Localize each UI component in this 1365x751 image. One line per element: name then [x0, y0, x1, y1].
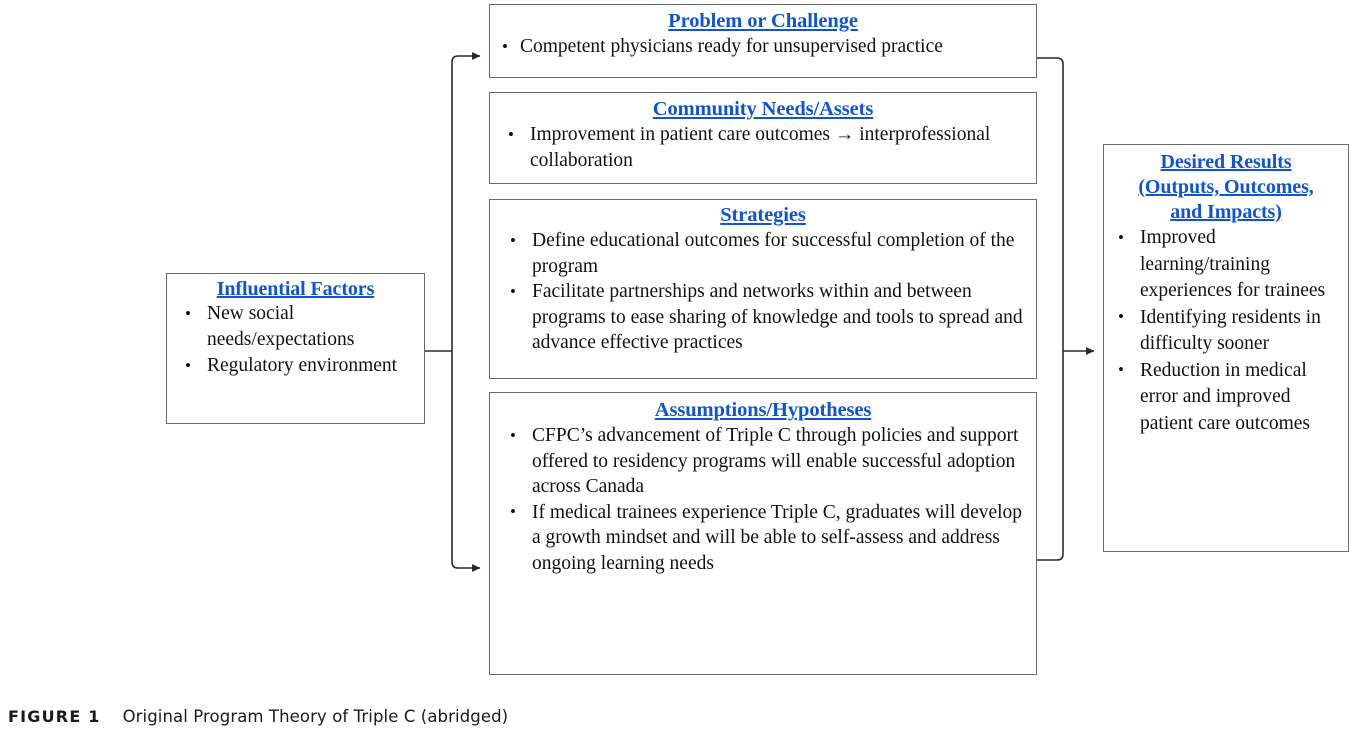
box-desired-results: Desired Results (Outputs, Outcomes, and … [1103, 144, 1349, 552]
list-item: CFPC’s advancement of Triple C through p… [498, 423, 1028, 500]
figure-caption: FIGURE 1 Original Program Theory of Tripl… [8, 707, 508, 726]
bullet-list-community-needs-assets: Improvement in patient care outcomes → i… [498, 122, 1028, 173]
box-community-needs-assets: Community Needs/Assets Improvement in pa… [489, 92, 1037, 184]
box-influential-factors: Influential Factors New social needs/exp… [166, 273, 425, 424]
box-assumptions-hypotheses: Assumptions/Hypotheses CFPC’s advancemen… [489, 392, 1037, 675]
box-title-desired-results: Desired Results (Outputs, Outcomes, and … [1138, 151, 1314, 223]
list-item: Identifying residents in difficulty soon… [1110, 304, 1342, 358]
list-item: Regulatory environment [175, 353, 416, 379]
list-item: Define educational outcomes for successf… [498, 228, 1028, 279]
list-item: If medical trainees experience Triple C,… [498, 499, 1028, 577]
bullet-list-assumptions-hypotheses: CFPC’s advancement of Triple C through p… [498, 423, 1028, 576]
bullet-list-desired-results: Improved learning/training experiences f… [1110, 225, 1342, 437]
bullet-list-influential-factors: New social needs/expectations Regulatory… [175, 301, 416, 379]
box-strategies: Strategies Define educational outcomes f… [489, 199, 1037, 379]
list-item: Reduction in medical error and improved … [1110, 357, 1342, 438]
box-title-problem-or-challenge: Problem or Challenge [668, 10, 858, 32]
list-item: Improvement in patient care outcomes → i… [498, 122, 1028, 173]
box-title-strategies: Strategies [720, 204, 806, 226]
box-problem-or-challenge: Problem or Challenge Competent physician… [489, 4, 1037, 78]
bullet-list-problem-or-challenge: Competent physicians ready for unsupervi… [498, 34, 1028, 60]
box-title-community-needs-assets: Community Needs/Assets [652, 98, 874, 120]
figure-label: FIGURE 1 [8, 707, 101, 726]
bullet-list-strategies: Define educational outcomes for successf… [498, 228, 1028, 356]
list-item: Competent physicians ready for unsupervi… [498, 34, 1028, 60]
list-item: New social needs/expectations [175, 301, 416, 353]
list-item: Facilitate partnerships and networks wit… [498, 279, 1028, 356]
box-title-assumptions-hypotheses: Assumptions/Hypotheses [654, 399, 872, 421]
list-item: Improved learning/training experiences f… [1110, 225, 1342, 305]
figure-caption-text: Original Program Theory of Triple C (abr… [122, 707, 509, 726]
box-title-influential-factors: Influential Factors [216, 278, 375, 300]
